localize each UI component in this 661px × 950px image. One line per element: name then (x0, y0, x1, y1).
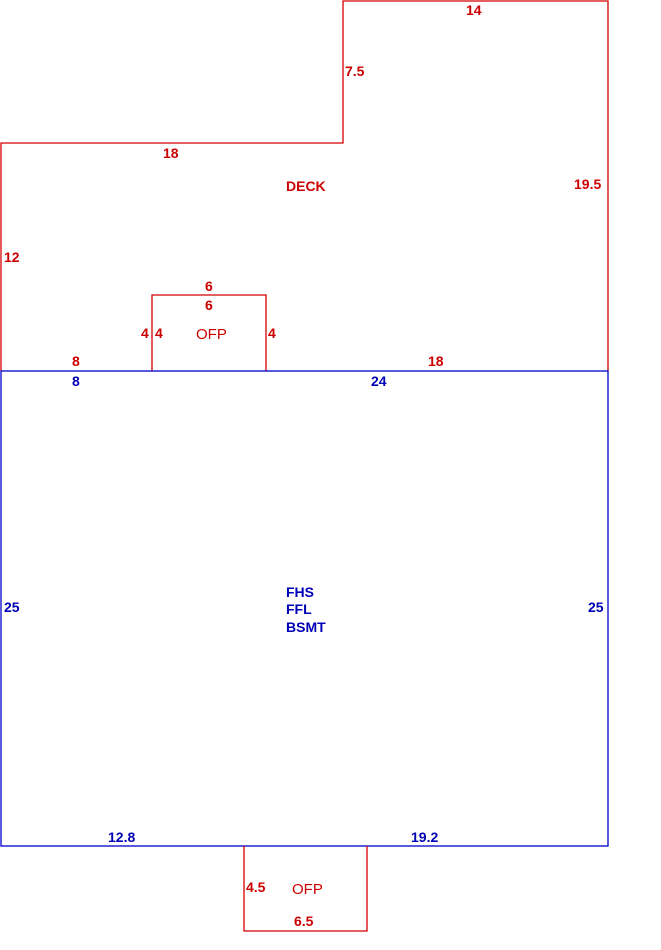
house-dim-bottom-right: 19.2 (411, 829, 438, 845)
deck-dim-right: 19.5 (574, 176, 601, 192)
ofp-bottom-outline (243, 846, 368, 932)
house-dim-bottom-left: 12.8 (108, 829, 135, 845)
ofp-bottom-dim-bottom: 6.5 (294, 913, 314, 929)
deck-dim-bottom-right: 18 (428, 353, 444, 369)
house-label-fhs: FHS (286, 584, 314, 600)
house-label-bsmt: BSMT (286, 619, 326, 635)
house-outline (0, 370, 609, 847)
ofp-bottom-label: OFP (292, 881, 323, 898)
house-dim-top-left: 8 (72, 373, 80, 389)
deck-dim-left: 12 (4, 249, 20, 265)
house-label-ffl: FFL (286, 601, 312, 617)
ofp-top-dim-right: 4 (268, 325, 276, 341)
ofp-top-label: OFP (196, 326, 227, 343)
ofp-top-dim-top-outer: 6 (205, 278, 213, 294)
house-dim-left: 25 (4, 599, 20, 615)
house-dim-right: 25 (588, 599, 604, 615)
deck-dim-step-vertical: 7.5 (345, 63, 365, 79)
deck-label: DECK (286, 178, 326, 194)
ofp-bottom-dim-left: 4.5 (246, 879, 266, 895)
ofp-top-dim-top-inner: 6 (205, 297, 213, 313)
ofp-top-dim-left-outer: 4 (141, 325, 149, 341)
ofp-top-dim-left-inner: 4 (155, 325, 163, 341)
deck-dim-bottom-left: 8 (72, 353, 80, 369)
ofp-top-outline (151, 294, 267, 371)
house-dim-top-right: 24 (371, 373, 387, 389)
deck-dim-top: 14 (466, 2, 482, 18)
deck-outline (0, 0, 609, 371)
deck-dim-step-horizontal: 18 (163, 145, 179, 161)
